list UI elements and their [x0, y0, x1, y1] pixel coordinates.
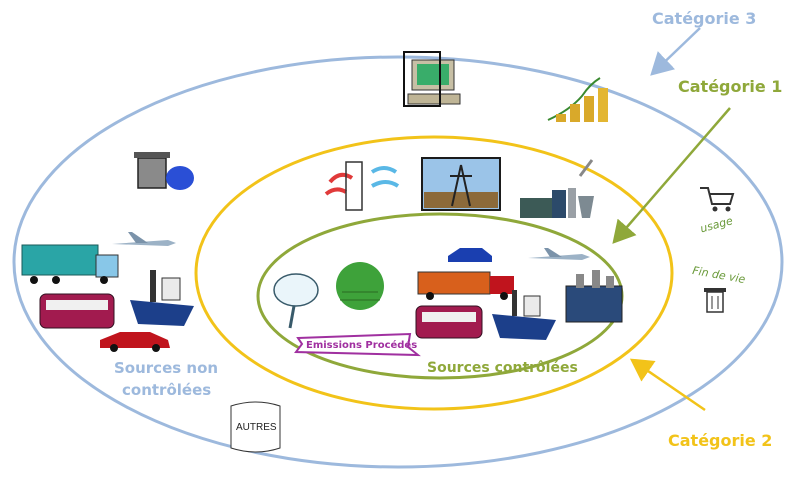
categorie3-ellipse [12, 55, 784, 469]
categorie1-arrow [612, 107, 731, 244]
computer-icon [403, 51, 461, 107]
usage-label: usage [699, 214, 735, 235]
crop-field-icon [336, 262, 384, 310]
coins-growth-icon [547, 77, 608, 122]
autres-document: AUTRES [230, 401, 281, 453]
electric-power-icon [324, 161, 400, 211]
sources-controlees-label: Sources contrôlées [427, 360, 578, 376]
categorie3-arrow [650, 27, 701, 76]
factory-icon [520, 159, 594, 218]
power-line-icon [421, 157, 501, 211]
sources-non-controlees-line2: contrôlées [122, 381, 211, 399]
truck-icon [21, 244, 119, 284]
emissions-procedes-banner: Emissions Procédés [294, 332, 421, 357]
categorie2-arrow [629, 358, 706, 412]
recycle-bin-icon [704, 288, 726, 313]
emissions-procedes-label: Emissions Procédés [306, 339, 417, 351]
categorie2-label: Catégorie 2 [668, 431, 772, 450]
fin-de-vie-label: Fin de vie [691, 264, 746, 286]
sources-non-controlees-line1: Sources non [114, 359, 218, 377]
industrial-plant-icon [565, 270, 623, 323]
categorie3-label: Catégorie 3 [652, 9, 756, 28]
airplane-icon [528, 248, 590, 260]
categorie2-ellipse [194, 135, 674, 411]
autres-label: AUTRES [236, 422, 277, 433]
truck-icon [417, 271, 514, 300]
airplane-icon [112, 232, 176, 246]
ship-icon [130, 270, 194, 326]
ship-icon [492, 290, 556, 340]
shopping-cart-icon [700, 187, 735, 212]
trash-bin-icon [134, 152, 194, 190]
car-icon [448, 248, 492, 262]
train-icon [39, 293, 115, 329]
explosion-cloud-icon [273, 273, 319, 329]
categorie1-label: Catégorie 1 [678, 77, 782, 96]
train-icon [415, 305, 483, 339]
car-icon [100, 332, 170, 352]
